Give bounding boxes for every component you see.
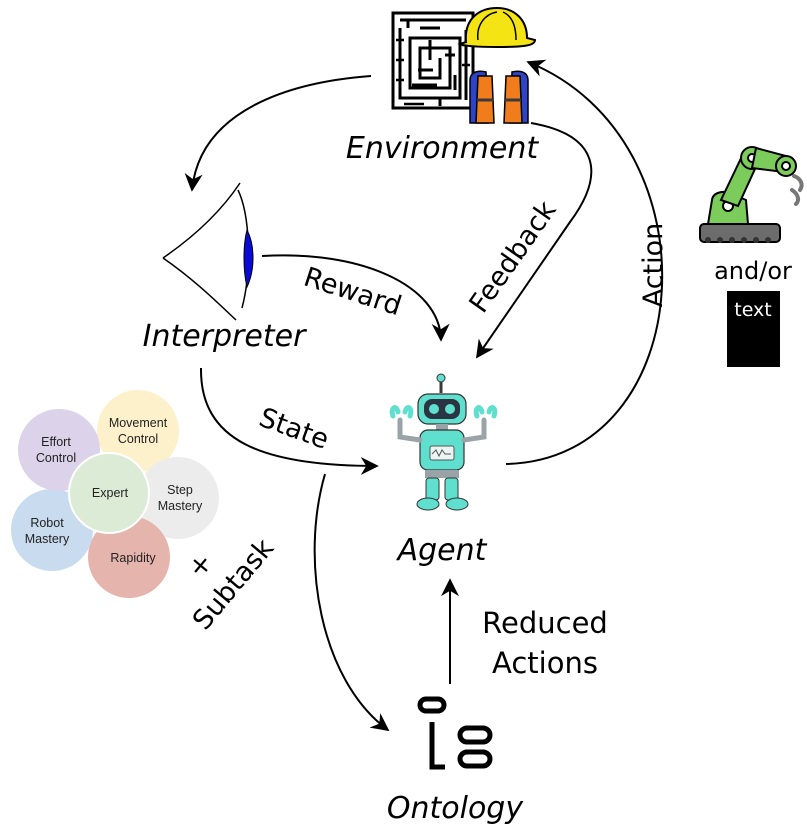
petal-label: Rapidity xyxy=(110,551,156,565)
interpreter-label: Interpreter xyxy=(143,319,307,354)
text-box xyxy=(727,291,780,367)
ontology-icon xyxy=(417,696,493,770)
petal-label: Step xyxy=(167,483,193,497)
petal-label: Control xyxy=(36,451,76,465)
env-to-interpreter-arrow xyxy=(184,75,372,192)
feedback-label: Feedback xyxy=(463,195,562,318)
skills-flower: Movement Control Step Mastery Rapidity R… xyxy=(11,390,219,598)
feedback-arrow xyxy=(475,122,593,359)
petal-label: Movement xyxy=(109,416,168,430)
petal-label: Mastery xyxy=(25,532,70,546)
reduced-actions-label-line2: Actions xyxy=(492,646,598,680)
subtask-label: Subtask xyxy=(187,533,281,636)
hard-hat-icon xyxy=(457,6,537,49)
eye-icon xyxy=(162,182,254,321)
robot-agent-icon xyxy=(389,373,498,511)
reduced-actions-label-line1: Reduced xyxy=(482,606,608,640)
robot-arm-icon xyxy=(699,146,804,243)
subtask-arrow xyxy=(313,473,390,732)
state-arrow xyxy=(199,367,379,475)
action-arrow xyxy=(505,59,664,465)
text-box-label: text xyxy=(734,299,772,321)
and-or-label: and/or xyxy=(714,257,792,285)
maze-icon xyxy=(391,11,475,110)
reward-arrow xyxy=(261,254,450,342)
expert-label: Expert xyxy=(92,486,129,500)
ontology-label: Ontology xyxy=(387,791,524,826)
action-label: Action xyxy=(638,223,669,308)
petal-rapidity xyxy=(88,516,170,598)
safety-vest-icon xyxy=(469,70,529,124)
petal-step-mastery xyxy=(137,457,219,539)
agent-label: Agent xyxy=(396,533,488,568)
plus-label: + xyxy=(181,547,219,584)
petal-label: Mastery xyxy=(158,499,203,513)
reward-label: Reward xyxy=(300,262,405,323)
petal-movement-control xyxy=(97,390,179,472)
petal-expert-center xyxy=(68,452,150,534)
environment-label: Environment xyxy=(346,131,539,166)
petal-label: Effort xyxy=(41,435,71,449)
state-label: State xyxy=(255,402,333,456)
petal-label: Control xyxy=(118,432,158,446)
petal-label: Robot xyxy=(30,516,64,530)
